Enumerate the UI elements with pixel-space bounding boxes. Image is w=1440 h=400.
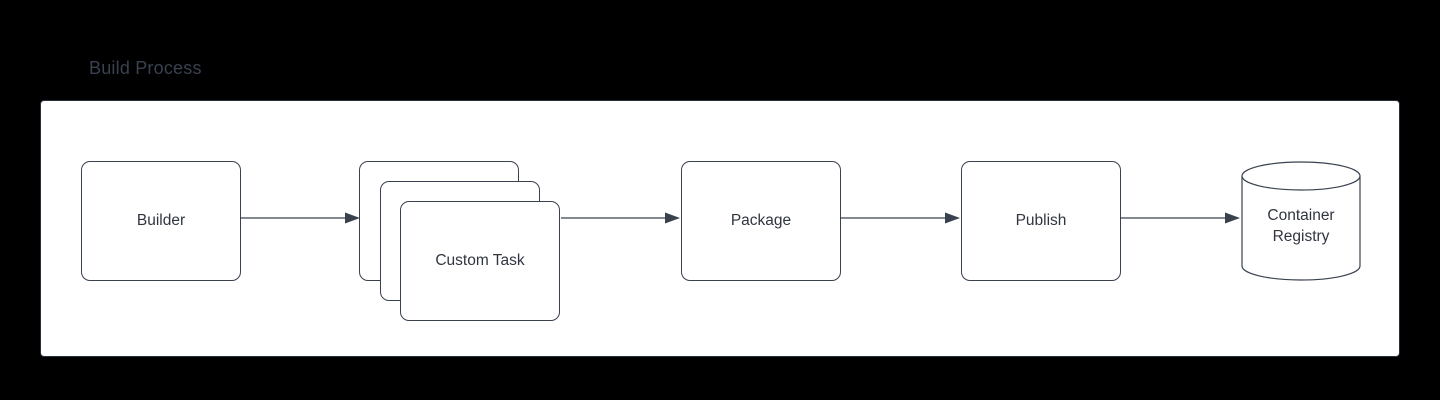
connector-builder-to-custom-task: [241, 211, 361, 225]
connector-publish-to-container-registry: [1121, 211, 1241, 225]
node-builder-label: Builder: [136, 212, 186, 229]
database-cylinder-icon: [1241, 161, 1361, 281]
node-publish[interactable]: Publish: [961, 161, 1121, 281]
build-process-container: Builder Custom Task Custom Task Custom T…: [40, 100, 1400, 357]
custom-task-card-front-label: Custom Task: [435, 252, 525, 269]
connector-custom-task-to-package: [561, 211, 681, 225]
node-package[interactable]: Package: [681, 161, 841, 281]
connector-package-to-publish: [841, 211, 961, 225]
node-builder[interactable]: Builder: [81, 161, 241, 281]
node-container-registry[interactable]: Container Registry: [1241, 161, 1361, 281]
page-title: Build Process: [89, 58, 202, 78]
node-publish-label: Publish: [1015, 212, 1067, 229]
custom-task-card-front[interactable]: Custom Task: [400, 201, 560, 321]
node-package-label: Package: [730, 212, 792, 229]
node-custom-task-stack[interactable]: Custom Task Custom Task Custom Task: [359, 161, 561, 321]
